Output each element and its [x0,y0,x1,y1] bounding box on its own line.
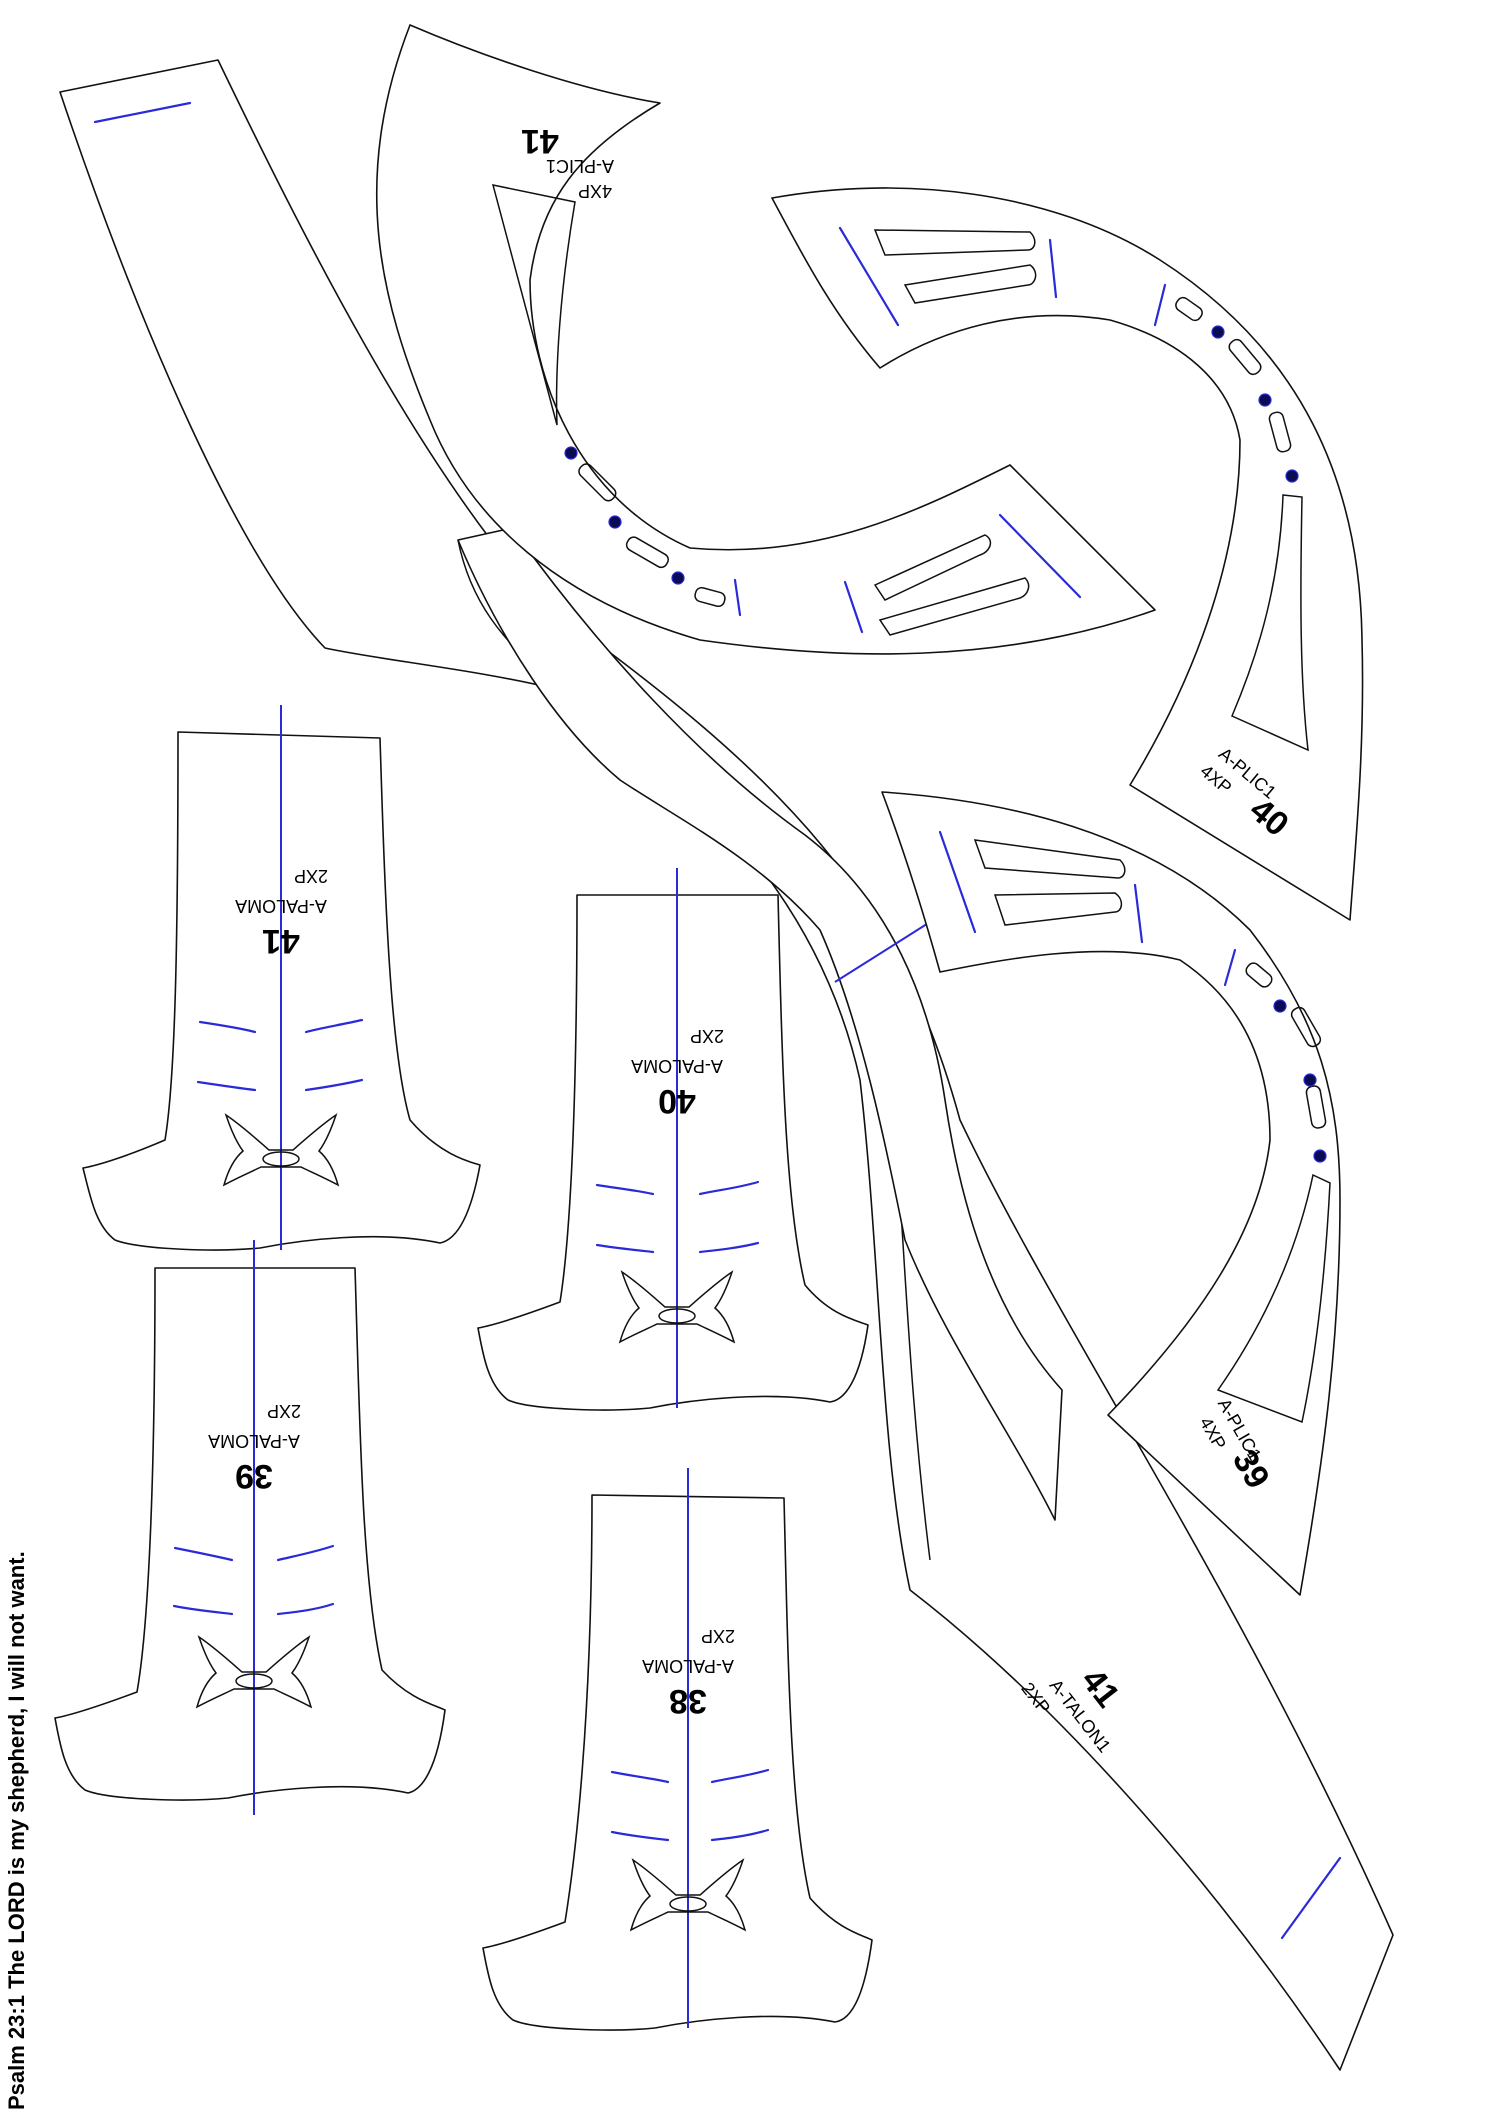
plic41-number: 41 [521,122,559,160]
plic39-punch-3 [1313,1149,1327,1163]
plic41-vent-2 [878,577,1030,636]
plic41-slot-3 [694,586,726,608]
plic39-vent-1 [973,839,1126,879]
plic40-slot-3 [1268,411,1292,453]
paloma40-mark-1 [595,1183,655,1196]
paloma38-mark-2 [710,1768,770,1784]
plic41-notch-2 [843,580,864,634]
plic-piece-40: 40 A-PLIC1 4XP [771,187,1364,921]
plic40-vent-2 [903,264,1037,304]
paloma41-mark-2 [304,1018,364,1034]
paloma-piece-40: 40 A-PALOMA 2XP [477,868,869,1411]
paloma39-mark-1 [173,1546,234,1562]
paloma39-qty: 2XP [267,1401,301,1421]
plic41-slot-2 [625,536,669,569]
plic41-vent-1 [873,534,992,601]
plic39-slot-2 [1290,1006,1322,1048]
plic40-notch-3 [1153,283,1167,327]
footer-verse: Psalm 23:1 The LORD is my shepherd, I wi… [4,1551,29,2110]
paloma41-mark-3 [196,1080,257,1092]
plic39-window [1216,1173,1331,1424]
plic40-outline [771,187,1364,921]
paloma39-mark-3 [172,1604,234,1616]
plic39-slot-1 [1245,962,1273,988]
plic41-qty: 4XP [578,181,612,201]
paloma40-name: A-PALOMA [631,1056,723,1076]
plic40-punch-1 [1211,325,1225,339]
plic39-notch-3 [1223,948,1237,987]
paloma40-outline [477,894,869,1411]
paloma38-qty: 2XP [701,1626,735,1646]
paloma40-mark-3 [595,1243,655,1254]
paloma39-number: 39 [235,1457,273,1495]
paloma41-mark-4 [304,1078,364,1092]
plic40-slot-1 [1175,296,1203,322]
plic41-outline [375,24,1156,655]
paloma41-name: A-PALOMA [235,896,327,916]
paloma38-mark-4 [710,1828,770,1842]
blade-grain-line [834,921,931,983]
plic40-notch-2 [1048,238,1058,299]
plic41-window [491,184,576,426]
paloma41-number: 41 [262,922,300,960]
paloma38-mark-3 [610,1830,670,1842]
paloma-piece-38: 38 A-PALOMA 2XP [482,1468,873,2031]
plic40-notch-1 [838,226,900,327]
plic41-punch-3 [671,571,685,585]
plic40-punch-3 [1285,469,1299,483]
plic41-punch-2 [608,515,622,529]
plic41-notch-1 [733,578,742,617]
paloma41-mark-1 [198,1020,257,1034]
plic40-punch-2 [1258,393,1272,407]
plic39-slot-3 [1305,1085,1327,1129]
paloma38-number: 38 [669,1682,707,1720]
plic41-slot-1 [578,463,617,502]
paloma40-qty: 2XP [690,1026,724,1046]
paloma-piece-41: 41 A-PALOMA 2XP [82,705,481,1251]
paloma40-mark-2 [698,1180,760,1196]
plic41-notch-3 [998,513,1082,599]
paloma39-name: A-PALOMA [208,1431,300,1451]
paloma38-outline [482,1494,873,2031]
plic39-vent-2 [993,892,1123,926]
talon-notch-bottom [1280,1856,1342,1940]
blade-outline [457,527,1063,1521]
plic-piece-41: 41 A-PLIC1 4XP [375,24,1156,655]
paloma38-name: A-PALOMA [642,1656,734,1676]
plic39-notch-2 [1133,883,1144,944]
paloma38-mark-1 [610,1770,670,1784]
plic39-outline [881,791,1341,1596]
talon-outline [59,59,1394,2071]
paloma39-mark-2 [276,1544,335,1562]
paloma-piece-39: 39 A-PALOMA 2XP [54,1240,446,1815]
paloma41-qty: 2XP [294,866,328,886]
plic41-name: A-PLIC1 [546,156,614,176]
plic-piece-39: 39 A-PLIC1 4XP [881,791,1341,1596]
plic39-punch-2 [1303,1073,1317,1087]
paloma39-mark-4 [276,1602,335,1616]
plic40-vent-1 [873,229,1036,256]
talon-notch-top [93,101,192,124]
plic41-punch-1 [564,446,578,460]
blade-piece [457,527,1063,1521]
plic40-window [1231,494,1309,752]
paloma39-outline [54,1267,446,1801]
plic40-slot-2 [1228,338,1262,376]
plic39-punch-1 [1273,999,1287,1013]
paloma40-number: 40 [658,1082,696,1120]
plic39-notch-1 [938,830,977,934]
paloma40-mark-4 [698,1241,760,1254]
